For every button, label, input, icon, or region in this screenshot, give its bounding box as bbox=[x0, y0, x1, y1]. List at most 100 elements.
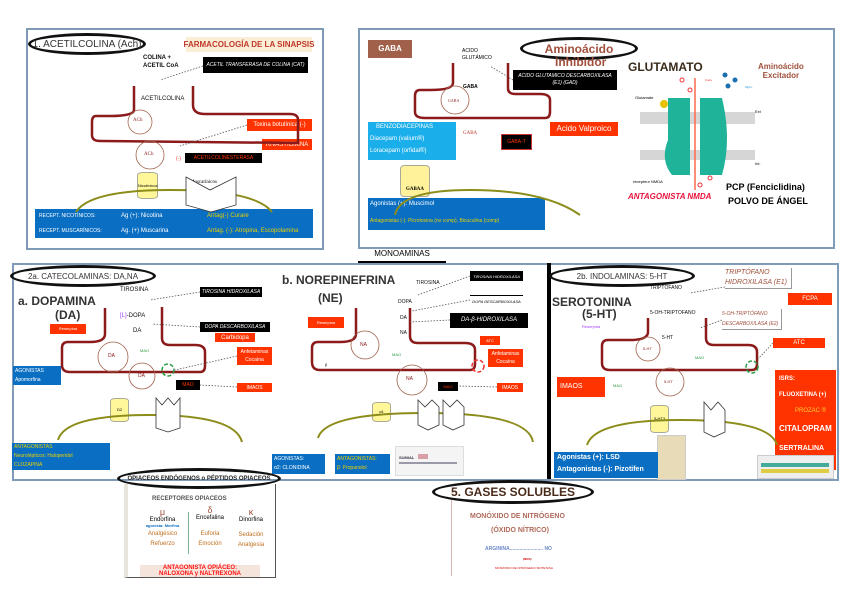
opiaceos-col-delta: δ Encefalina Euforia Emoción bbox=[190, 505, 230, 547]
da-agon-2: Apomorfina bbox=[15, 377, 41, 383]
row-nic-ag: Ag (+): Nicotina bbox=[121, 213, 163, 219]
delta-effect-1: Euforia bbox=[200, 531, 220, 537]
5ht3-receptor: 5-HT3 bbox=[650, 405, 669, 433]
da-antag-1: ANTAGONISTAS bbox=[14, 444, 53, 450]
d1-receptor: D1 bbox=[163, 408, 169, 413]
serotonina-atc: ATC bbox=[773, 338, 825, 348]
ne-enzyme-3: DA-β-HIDROXILASA bbox=[450, 313, 528, 328]
da-antag-3: CLOZAPINA bbox=[14, 462, 43, 468]
medication-image bbox=[757, 455, 834, 479]
da-antagonistas: ANTAGONISTAS Neurolépticos: Haloperidol … bbox=[12, 443, 110, 470]
enzyme-e2-a: 5-OH-TRIPTÓFANO bbox=[722, 311, 768, 317]
da-mao-green: MAO bbox=[140, 348, 150, 353]
ne-dopa: DOPA bbox=[398, 299, 412, 305]
mu-effect-1: Analgésico bbox=[147, 531, 178, 537]
gaba-out: GABA bbox=[463, 131, 478, 136]
ne-reserpina: Reserpina bbox=[308, 317, 344, 328]
gases-arginina: ARGININA........................ NO bbox=[485, 546, 552, 552]
b1-receptor: β1 bbox=[424, 410, 429, 415]
da-vesicle-2: DA bbox=[138, 373, 145, 379]
da-mao: MAO bbox=[176, 380, 200, 390]
ach-precursor-2: ACETIL CoA bbox=[143, 63, 179, 69]
ne-beta: β bbox=[325, 362, 328, 367]
gaba-t: GABA-T bbox=[501, 134, 532, 150]
da-ldopa: [L]-DOPA bbox=[120, 313, 145, 319]
ne-title-1: b. NOREPINEFRINA bbox=[282, 273, 396, 287]
serotonina-title-text: 2b. INDOLAMINAS: 5-HT bbox=[576, 271, 668, 281]
sumial-product-image: SUMIAL bbox=[395, 446, 464, 476]
isrs-fluoxetina: FLUOXETINA (+) bbox=[779, 392, 827, 398]
ach-rivastigmina: RIVASTIGMINA bbox=[262, 139, 312, 150]
isrs-sertralina: SERTRALINA bbox=[779, 445, 825, 452]
gases-line-2: (ÓXIDO NÍTRICO) bbox=[491, 527, 549, 534]
d2-receptor: D2 bbox=[110, 398, 129, 422]
row-nic-label: RECEPT. NICOTÍNICOS: bbox=[39, 213, 96, 219]
opiaceos-col-kappa: κ Dinorfina Sedación Analgesia bbox=[231, 507, 271, 548]
gaba-agonistas: Agonistas (+): Muscimol bbox=[370, 201, 435, 207]
ach-receptor-box: RECEPT. NICOTÍNICOS: Ag (+): Nicotina An… bbox=[35, 209, 313, 238]
divider bbox=[547, 263, 551, 479]
gases-line-1: MONÓXIDO DE NITRÓGENO bbox=[470, 513, 565, 520]
ne-anfet-2: Cocaína bbox=[496, 359, 515, 365]
ne-enzyme-1: TIROSINA HIDROXILASA bbox=[470, 271, 523, 281]
kappa-effect-1: Sedación bbox=[238, 532, 264, 538]
opiaceos-antagonista: ANTAGONISTA OPIÁCEO:NALOXONA y NALTREXON… bbox=[140, 565, 260, 577]
serotonina-imaos: IMAOS bbox=[557, 377, 605, 397]
ach-enzyme-cat: ACETIL TRANSFERASA DE COLINA (CAT) bbox=[203, 57, 308, 73]
da-vesicle-1: DA bbox=[108, 353, 115, 359]
gaba-title-oval: Aminoácido bbox=[520, 37, 638, 60]
delta-symbol: δ bbox=[207, 505, 213, 515]
serotonina-title: 2b. INDOLAMINAS: 5-HT bbox=[549, 265, 695, 287]
b2-receptor: β2 bbox=[449, 410, 454, 415]
da-title-2: (DA) bbox=[55, 308, 81, 322]
enzyme-e1-a: TRIPTÓFANO bbox=[725, 269, 770, 276]
da-anfet-1: Anfetaminas bbox=[240, 349, 269, 355]
ne-mao: MAO bbox=[438, 382, 458, 391]
gaba-precursor-1: ACIDO bbox=[462, 48, 478, 54]
gaba-title-2: Inhibidor bbox=[555, 55, 607, 69]
ach-title: 1. ACETILCOLINA (Ach) bbox=[28, 33, 146, 55]
monoaminas-label: MONOAMINAS bbox=[358, 247, 446, 264]
benzo-loracepam: Loracepam (orfidal®) bbox=[370, 148, 427, 154]
da-tirosina: TIROSINA bbox=[120, 287, 149, 293]
mg-label: Mg2+ bbox=[745, 85, 753, 89]
gases-nos: (NOS) bbox=[523, 557, 532, 561]
gases-nos-full: MONÓXIDO DE NITRÓGENO SINTETASA bbox=[495, 566, 553, 570]
gaba-antagonistas: Antagonistas (-): Picrotoxina (no comp),… bbox=[370, 218, 500, 224]
catecol-title-text: 2a. CATECOLAMINAS: DA,NA bbox=[27, 271, 139, 281]
glutamato-subtitle-1: Aminoácido bbox=[758, 62, 804, 71]
triptofano: TRIPTÓFANO bbox=[650, 285, 682, 291]
gaba-product: GABA bbox=[463, 84, 478, 90]
delta-ligand: Encefalina bbox=[195, 515, 225, 521]
prozac-image bbox=[657, 435, 686, 480]
opiaceos-divider bbox=[188, 512, 189, 554]
ne-antag-1: ANTAGONISTAS: bbox=[337, 456, 377, 462]
serotonina-vesicle-1: 5-HT bbox=[643, 346, 652, 351]
ne-atc: ATC bbox=[480, 336, 500, 345]
da-enzyme-2: DOPA DESCARBOXILASA bbox=[200, 322, 270, 332]
isrs-citalopram: CITALOPRAM bbox=[779, 424, 832, 433]
ach-product: ACETILCOLINA bbox=[141, 96, 185, 102]
ext-label: Ext bbox=[755, 109, 761, 114]
antagonista-1: ANTAGONISTA OPIÁCEO: bbox=[162, 565, 238, 571]
antagonista-nmda: ANTAGONISTA NMDA bbox=[628, 192, 712, 201]
ne-title-2: (NE) bbox=[318, 291, 343, 305]
row-mus-ag: Ag. (+) Muscarina bbox=[121, 228, 169, 234]
kappa-effect-2: Analgesia bbox=[237, 542, 265, 548]
ach-vesicle-label-2: ACh bbox=[144, 152, 154, 157]
ne-da: DA bbox=[400, 315, 407, 321]
serotonina-name-1: SEROTONINA bbox=[552, 295, 632, 309]
a1-receptor: α1 bbox=[372, 402, 391, 422]
ne-vesicle-1: NA bbox=[360, 342, 367, 348]
ldopa-prefix: [L] bbox=[120, 313, 127, 319]
ne-agonistas: AGONISTAS:α2: CLONIDINA bbox=[272, 454, 325, 474]
glutamato-subtitle-2: Excitador bbox=[762, 71, 800, 80]
ne-agon-1: AGONISTAS: bbox=[274, 456, 305, 462]
da-product: DA bbox=[133, 328, 142, 334]
